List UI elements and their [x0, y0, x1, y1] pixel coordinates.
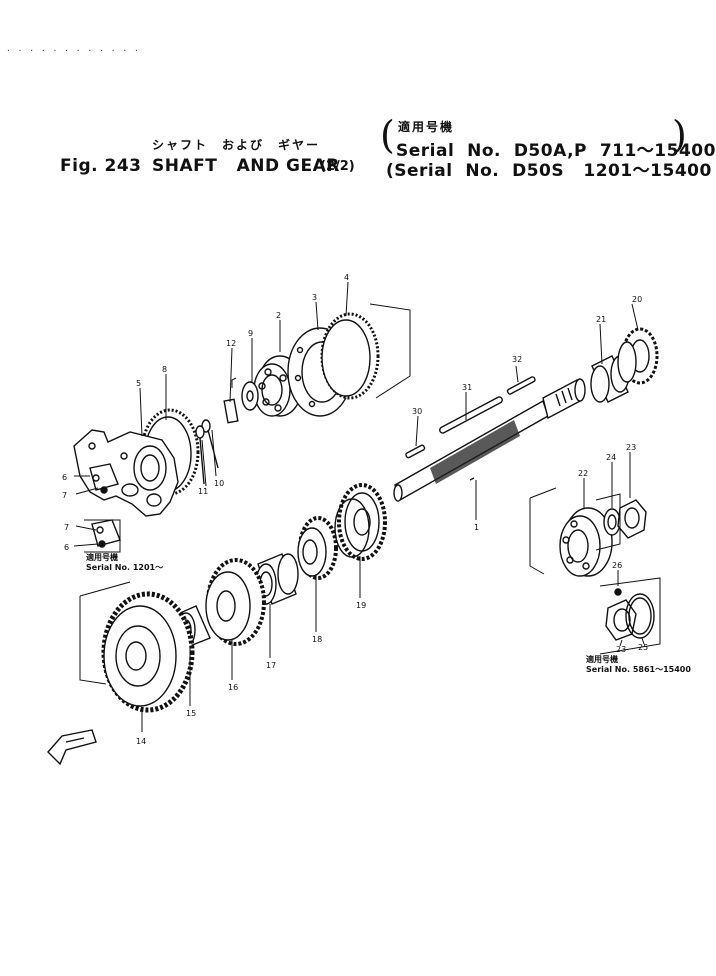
bolt-11: [195, 425, 205, 485]
callout-22: 22: [578, 469, 588, 478]
callout-18: 18: [312, 635, 322, 644]
page-title: SHAFT AND GEAR: [152, 156, 340, 176]
callout-32: 32: [512, 355, 522, 364]
part-fraction: (2/2): [320, 159, 355, 174]
callout-31: 31: [462, 383, 472, 392]
callout-30: 30: [412, 407, 422, 416]
callout-24: 24: [606, 453, 616, 462]
bolt-10: [201, 419, 219, 469]
washer-9: [241, 381, 259, 411]
callout-7a: 7: [62, 491, 67, 500]
washer-24: [603, 508, 621, 536]
callout-11: 11: [198, 487, 208, 496]
callout-5: 5: [136, 379, 141, 388]
plate-12: [223, 398, 239, 424]
callout-14: 14: [136, 737, 146, 746]
serial-line-1: Serial No. D50A,P 711～15400: [396, 141, 716, 161]
note-left-jp: 適用号機: [86, 553, 118, 562]
key-30: [405, 444, 426, 459]
screw-26: [614, 588, 622, 596]
gear-20: [617, 327, 659, 385]
gear-18: [297, 516, 338, 580]
callout-15: 15: [186, 709, 196, 718]
leader-lines: [73, 281, 645, 732]
figure-label: Fig. 243: [60, 156, 142, 176]
callout-10: 10: [214, 479, 224, 488]
callout-8: 8: [162, 365, 167, 374]
japanese-title: シャフト および ギヤー: [152, 138, 321, 152]
callout-3: 3: [312, 293, 317, 302]
lock-ring-25: [625, 593, 655, 639]
callout-26: 26: [612, 561, 622, 570]
callout-6a: 6: [62, 473, 67, 482]
key-32: [506, 376, 536, 395]
key-31: [439, 396, 503, 434]
callout-16: 16: [228, 683, 238, 692]
gear-14: [101, 591, 195, 713]
callout-21: 21: [596, 315, 606, 324]
case-5: [73, 429, 179, 517]
callout-23a: 23: [626, 443, 636, 452]
callout-19: 19: [356, 601, 366, 610]
callout-numbers: 4 3 2 9 12 8 5 10 11 6 7 7 6 20 21 32 31…: [62, 273, 648, 746]
serial-line-2: (Serial No. D50S 1201～15400: [386, 161, 712, 181]
callout-9: 9: [248, 329, 253, 338]
left-bracket: (: [380, 113, 395, 157]
bolt-group-6-7: [89, 463, 121, 548]
corner-marks: · · · · · · · · · · · ·: [6, 46, 140, 55]
gasket-4: [320, 312, 380, 400]
note-left-serial: Serial No. 1201～: [86, 563, 164, 572]
callout-12: 12: [226, 339, 236, 348]
nut-23: [617, 499, 647, 539]
callout-2: 2: [276, 311, 281, 320]
callout-6b: 6: [64, 543, 69, 552]
callout-7b: 7: [64, 523, 69, 532]
bracket-lines: [79, 303, 661, 685]
callout-20: 20: [632, 295, 642, 304]
callout-17: 17: [266, 661, 276, 670]
note-right-jp: 適用号機: [586, 655, 618, 664]
applicable-model-label: 適用号機: [398, 120, 455, 134]
callout-25: 25: [638, 643, 648, 652]
gear-19: [334, 483, 387, 561]
bearing-22: [559, 507, 613, 577]
note-right-serial: Serial No. 5861～15400: [586, 665, 691, 674]
collar-17: [255, 553, 299, 605]
right-bracket: ): [672, 113, 687, 157]
gear-16: [205, 558, 266, 646]
callout-23b: 23: [616, 645, 626, 654]
callout-4: 4: [344, 273, 349, 282]
front-direction-arrow-icon: [47, 729, 97, 766]
main-shaft: [393, 378, 586, 502]
callout-1: 1: [474, 523, 479, 532]
